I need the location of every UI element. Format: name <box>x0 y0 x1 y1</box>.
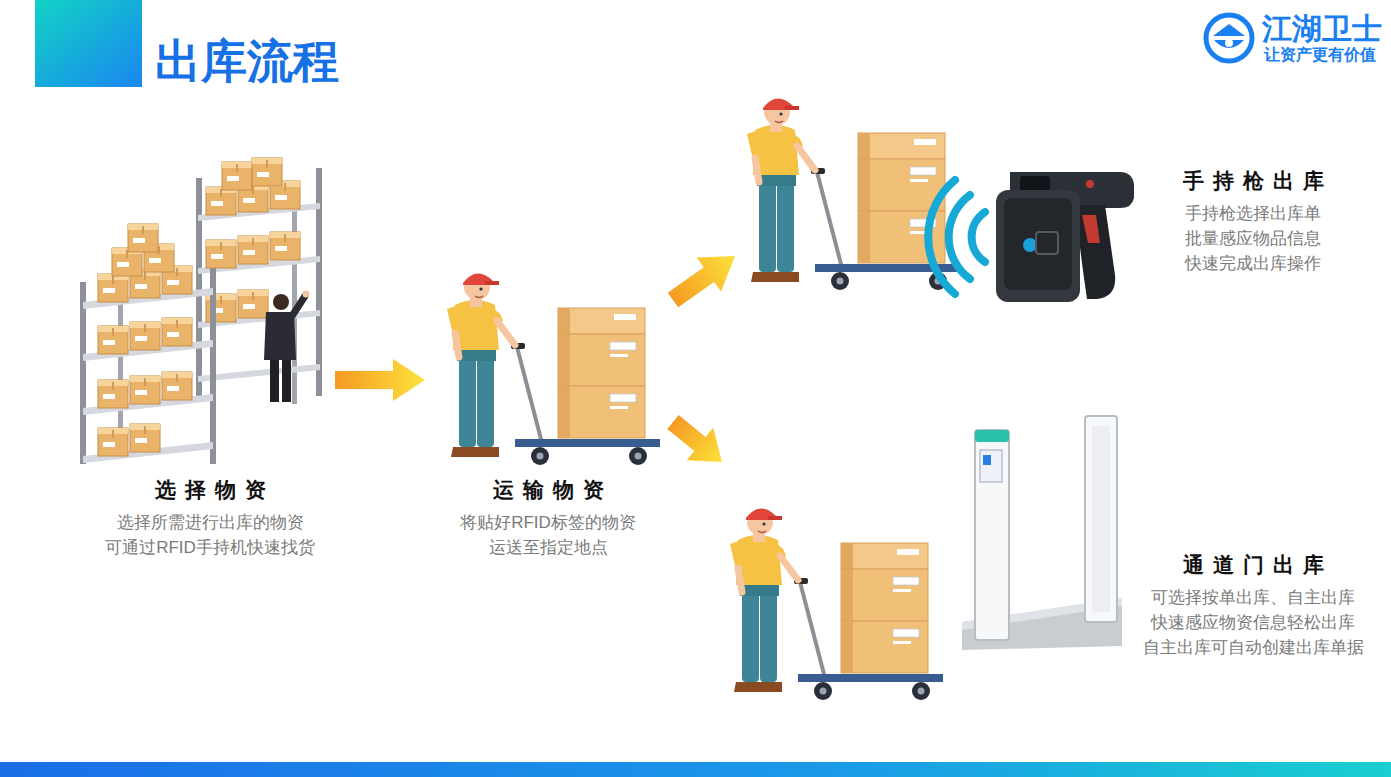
logo-slogan: 让资产更有价值 <box>1264 45 1376 65</box>
logo-text: 江湖卫士 <box>1262 12 1382 46</box>
worker-cart <box>447 273 660 465</box>
rfid-waves <box>928 180 985 294</box>
worker-cart <box>730 508 943 700</box>
stage-heading: 运输物资 <box>459 475 637 505</box>
stage-heading: 通道门出库 <box>1142 550 1365 580</box>
stage-node: 选择物资选择所需进行出库的物资 可通过RFID手持机快速找货 <box>80 155 330 565</box>
stage-node: 手持枪出库手持枪选择出库单 批量感应物品信息 快速完成出库操作 <box>740 88 1360 308</box>
stage-text-group: 运输物资将贴好RFID标签的物资 运送至指定地点 <box>459 475 637 560</box>
rfid-gate <box>962 416 1122 650</box>
rfid-handheld <box>996 172 1134 302</box>
stage-text-group: 手持枪出库手持枪选择出库单 批量感应物品信息 快速完成出库操作 <box>1174 166 1333 276</box>
flow-arrow <box>668 256 735 307</box>
bottom-bar <box>0 762 1391 777</box>
page-title: 出库流程 <box>155 31 339 91</box>
stage-description: 可选择按单出库、自主出库 快速感应物资信息轻松出库 自主出库可自动创建出库单据 <box>1142 585 1365 660</box>
flow-arrow <box>667 415 722 462</box>
stage-node: 运输物资将贴好RFID标签的物资 运送至指定地点 <box>440 265 665 565</box>
stage-heading: 手持枪出库 <box>1174 166 1333 196</box>
stage-description: 将贴好RFID标签的物资 运送至指定地点 <box>459 510 637 560</box>
stage-heading: 选择物资 <box>104 475 316 505</box>
stage-description: 选择所需进行出库的物资 可通过RFID手持机快速找货 <box>104 510 316 560</box>
title-square <box>35 0 142 87</box>
shelf-front <box>80 224 216 464</box>
flow-arrow <box>335 359 425 401</box>
stage-description: 手持枪选择出库单 批量感应物品信息 快速完成出库操作 <box>1184 201 1322 276</box>
stage-text-group: 通道门出库可选择按单出库、自主出库 快速感应物资信息轻松出库 自主出库可自动创建… <box>1142 550 1365 660</box>
staff-figure <box>264 291 310 403</box>
stage-node: 通道门出库可选择按单出库、自主出库 快速感应物资信息轻松出库 自主出库可自动创建… <box>725 412 1370 702</box>
stage-text-group: 选择物资选择所需进行出库的物资 可通过RFID手持机快速找货 <box>104 475 316 560</box>
logo-icon <box>1206 15 1252 61</box>
